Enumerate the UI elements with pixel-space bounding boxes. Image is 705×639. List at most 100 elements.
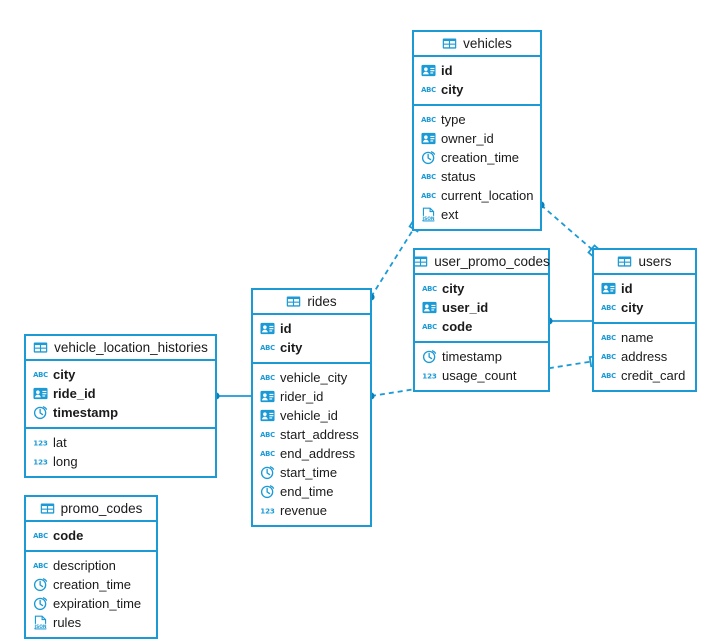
- entity-title: promo_codes: [60, 500, 143, 516]
- clock-icon: [33, 577, 48, 592]
- entity-title: user_promo_codes: [434, 253, 550, 269]
- field-row-rides-end_time[interactable]: end_time: [253, 482, 370, 501]
- table-grid-icon: [413, 254, 428, 269]
- abc-text-icon: ABC: [601, 368, 616, 383]
- field-label: status: [441, 169, 476, 184]
- field-row-vehicle_location_histories-ride_id[interactable]: ride_id: [26, 384, 215, 403]
- clock-icon: [422, 349, 437, 364]
- clock-icon: [260, 465, 275, 480]
- relationship-user-promo-codes-to-users[interactable]: [545, 317, 593, 325]
- table-grid-icon: [40, 501, 55, 516]
- field-row-promo_codes-expiration_time[interactable]: expiration_time: [26, 594, 156, 613]
- relationship-vehicle-location-histories-to-rides[interactable]: [212, 392, 252, 400]
- svg-text:ABC: ABC: [601, 334, 616, 342]
- field-label: vehicle_city: [280, 370, 348, 385]
- field-row-users-name[interactable]: ABC name: [594, 328, 695, 347]
- abc-text-icon: ABC: [421, 169, 436, 184]
- field-label: city: [53, 367, 76, 382]
- field-row-vehicle_location_histories-timestamp[interactable]: timestamp: [26, 403, 215, 422]
- svg-text:ABC: ABC: [601, 353, 616, 361]
- id-card-icon: [421, 131, 436, 146]
- field-row-promo_codes-creation_time[interactable]: creation_time: [26, 575, 156, 594]
- field-label: name: [621, 330, 654, 345]
- field-label: ext: [441, 207, 459, 222]
- field-label: current_location: [441, 188, 534, 203]
- field-label: rider_id: [280, 389, 324, 404]
- field-row-rides-start_time[interactable]: start_time: [253, 463, 370, 482]
- field-row-vehicles-status[interactable]: ABC status: [414, 167, 540, 186]
- field-label: city: [280, 340, 303, 355]
- field-row-vehicles-id[interactable]: id: [414, 61, 540, 80]
- number-icon: 123: [422, 368, 437, 383]
- entity-header-user_promo_codes[interactable]: user_promo_codes: [413, 250, 550, 275]
- field-row-users-address[interactable]: ABC address: [594, 347, 695, 366]
- svg-text:ABC: ABC: [421, 86, 436, 94]
- field-row-users-credit_card[interactable]: ABC credit_card: [594, 366, 695, 385]
- field-label: description: [53, 558, 116, 573]
- abc-text-icon: ABC: [601, 300, 616, 315]
- field-row-user_promo_codes-user_id[interactable]: user_id: [415, 298, 548, 317]
- field-row-rides-id[interactable]: id: [253, 319, 370, 338]
- field-row-rides-city[interactable]: ABC city: [253, 338, 370, 357]
- field-label: address: [621, 349, 668, 364]
- field-label: id: [621, 281, 633, 296]
- abc-text-icon: ABC: [601, 349, 616, 364]
- abc-text-icon: ABC: [260, 340, 275, 355]
- field-row-vehicles-creation_time[interactable]: creation_time: [414, 148, 540, 167]
- abc-text-icon: ABC: [422, 281, 437, 296]
- entity-title: vehicle_location_histories: [54, 339, 208, 355]
- field-row-user_promo_codes-timestamp[interactable]: timestamp: [415, 347, 548, 366]
- field-label: rules: [53, 615, 82, 630]
- field-label: timestamp: [442, 349, 502, 364]
- id-card-icon: [422, 300, 437, 315]
- field-row-vehicles-owner_id[interactable]: owner_id: [414, 129, 540, 148]
- table-grid-icon: [442, 36, 457, 51]
- field-row-promo_codes-rules[interactable]: JSON rules: [26, 613, 156, 632]
- entity-title: rides: [307, 293, 337, 309]
- entity-header-users[interactable]: users: [594, 250, 695, 275]
- entity-header-promo_codes[interactable]: promo_codes: [26, 497, 156, 522]
- field-label: creation_time: [53, 577, 132, 592]
- id-card-icon: [260, 408, 275, 423]
- field-label: creation_time: [441, 150, 520, 165]
- entity-header-vehicle_location_histories[interactable]: vehicle_location_histories: [26, 336, 215, 361]
- entity-header-rides[interactable]: rides: [253, 290, 370, 315]
- field-row-rides-rider_id[interactable]: rider_id: [253, 387, 370, 406]
- abc-text-icon: ABC: [422, 319, 437, 334]
- entity-header-vehicles[interactable]: vehicles: [414, 32, 540, 57]
- field-label: credit_card: [621, 368, 686, 383]
- svg-text:123: 123: [422, 371, 437, 380]
- field-row-rides-vehicle_id[interactable]: vehicle_id: [253, 406, 370, 425]
- svg-text:ABC: ABC: [421, 173, 436, 181]
- field-label: timestamp: [53, 405, 119, 420]
- field-row-users-id[interactable]: id: [594, 279, 695, 298]
- svg-text:JSON: JSON: [34, 624, 47, 630]
- svg-text:ABC: ABC: [260, 450, 275, 458]
